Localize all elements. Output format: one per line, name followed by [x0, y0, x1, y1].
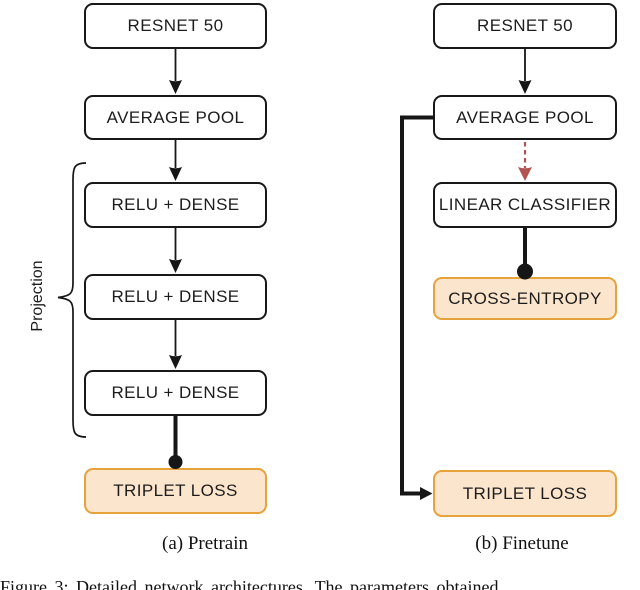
node-resnet50-finetune: RESNET 50 — [433, 3, 617, 49]
connector-linearclassifier-to-crossentropy — [517, 228, 533, 280]
node-average-pool-finetune: AVERAGE POOL — [433, 95, 617, 140]
dashed-arrow-avgpool-to-linearclassifier — [518, 142, 532, 181]
arrow-relu1-to-relu2 — [169, 228, 182, 273]
node-average-pool-pretrain: AVERAGE POOL — [84, 95, 267, 140]
arrowhead — [420, 487, 433, 500]
junction-dot — [168, 455, 183, 469]
arrow-avgpool-to-relu1 — [169, 140, 182, 181]
node-triplet-loss-finetune: TRIPLET LOSS — [433, 470, 617, 517]
projection-brace — [57, 162, 87, 438]
node-triplet-loss-pretrain: TRIPLET LOSS — [84, 468, 267, 514]
node-cross-entropy: CROSS-ENTROPY — [433, 277, 617, 320]
node-relu-dense-3: RELU + DENSE — [84, 370, 267, 416]
figure-caption: Figure 3: Detailed network architectures… — [0, 577, 499, 590]
connector-avgpool-to-tripletloss-finetune — [400, 115, 433, 500]
node-resnet50-pretrain: RESNET 50 — [84, 3, 267, 49]
projection-label: Projection — [29, 260, 46, 332]
subcaption-finetune: (b) Finetune — [475, 533, 569, 554]
node-linear-classifier: LINEAR CLASSIFIER — [433, 182, 617, 228]
connector-relu3-to-tripletloss — [168, 416, 183, 469]
node-relu-dense-1: RELU + DENSE — [84, 182, 267, 228]
node-relu-dense-2: RELU + DENSE — [84, 274, 267, 320]
arrow-resnet-to-avgpool-pretrain — [169, 49, 182, 94]
subcaption-pretrain: (a) Pretrain — [162, 533, 248, 554]
arrow-resnet-to-avgpool-finetune — [518, 49, 532, 94]
arrow-relu2-to-relu3 — [169, 320, 182, 369]
